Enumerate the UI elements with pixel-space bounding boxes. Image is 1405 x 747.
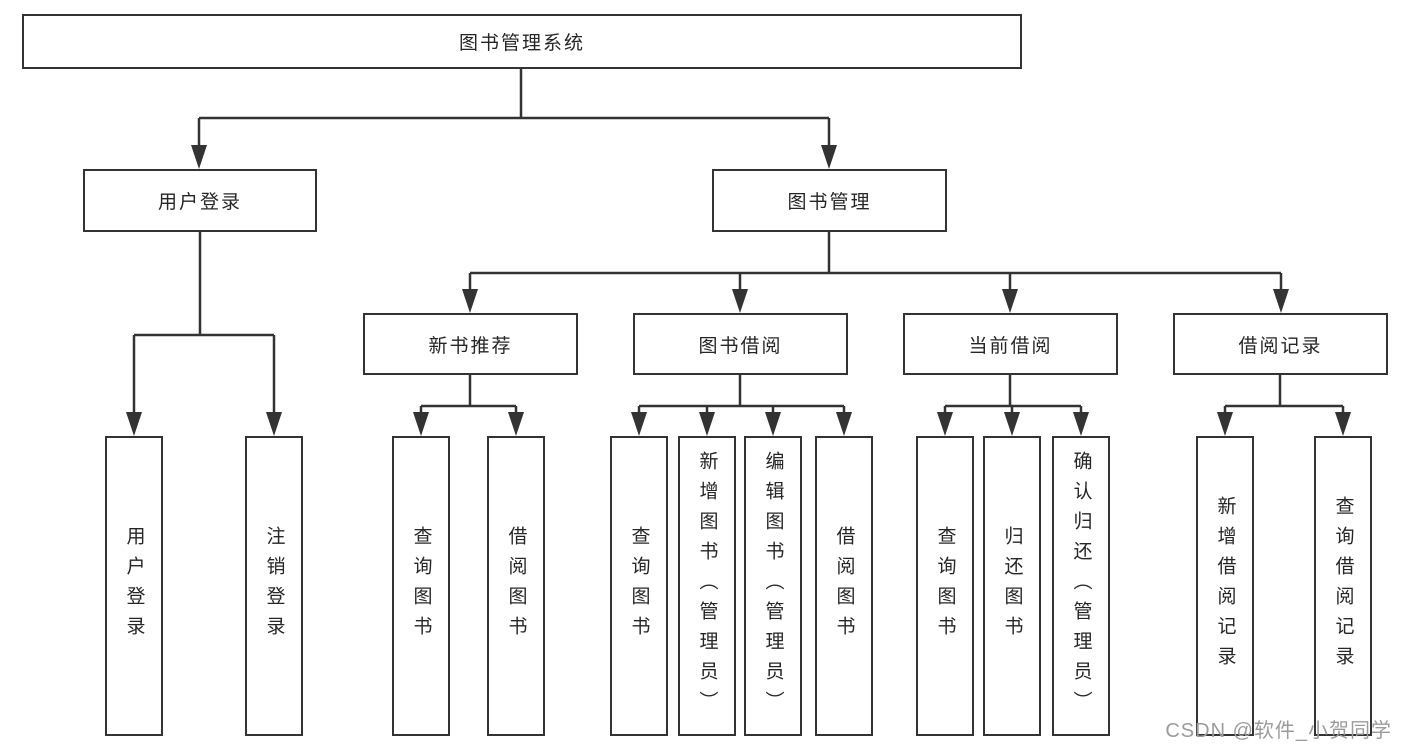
leaf-borrow-books-label: 借阅图书: [833, 526, 855, 646]
node-current-borrow-label: 当前借阅: [968, 335, 1053, 357]
leaf-user-login: 用户登录: [105, 436, 163, 736]
node-root: 图书管理系统: [22, 14, 1022, 69]
node-book-management: 图书管理: [712, 169, 947, 232]
arrowhead-icon: [126, 145, 1351, 436]
leaf-borrow-books-recommend: 借阅图书: [487, 436, 545, 736]
leaf-add-borrow-record: 新增借阅记录: [1196, 436, 1254, 736]
node-user-login: 用户登录: [83, 169, 317, 232]
leaf-borrow-books-recommend-label: 借阅图书: [505, 526, 527, 646]
leaf-confirm-return-admin-label: 确认归还（管理员）: [1070, 451, 1092, 721]
leaf-query-books-borrow: 查询图书: [610, 436, 668, 736]
csdn-watermark: CSDN @软件_小贺同学: [1165, 720, 1392, 742]
leaf-return-books-label: 归还图书: [1001, 526, 1023, 646]
node-book-borrow: 图书借阅: [633, 313, 848, 375]
node-book-management-label: 图书管理: [787, 192, 872, 213]
leaf-user-login-label: 用户登录: [123, 526, 145, 646]
leaf-logout: 注销登录: [245, 436, 303, 736]
node-book-borrow-label: 图书借阅: [698, 335, 783, 357]
leaf-add-books-admin: 新增图书（管理员）: [678, 436, 736, 736]
leaf-logout-label: 注销登录: [263, 526, 285, 646]
leaf-add-borrow-record-label: 新增借阅记录: [1214, 496, 1236, 676]
leaf-edit-books-admin: 编辑图书（管理员）: [744, 436, 802, 736]
leaf-confirm-return-admin: 确认归还（管理员）: [1052, 436, 1110, 736]
leaf-query-books-recommend: 查询图书: [392, 436, 450, 736]
node-new-book-recommend-label: 新书推荐: [428, 335, 513, 357]
leaf-query-books-current: 查询图书: [916, 436, 974, 736]
leaf-edit-books-admin-label: 编辑图书（管理员）: [762, 451, 784, 721]
node-borrow-record: 借阅记录: [1173, 313, 1388, 375]
leaf-query-books-recommend-label: 查询图书: [410, 526, 432, 646]
leaf-query-books-current-label: 查询图书: [934, 526, 956, 646]
node-new-book-recommend: 新书推荐: [363, 313, 578, 375]
leaf-query-borrow-record-label: 查询借阅记录: [1332, 496, 1354, 676]
node-borrow-record-label: 借阅记录: [1238, 335, 1323, 357]
leaf-borrow-books: 借阅图书: [815, 436, 873, 736]
leaf-return-books: 归还图书: [983, 436, 1041, 736]
node-user-login-label: 用户登录: [157, 192, 242, 213]
node-root-label: 图书管理系统: [458, 33, 585, 54]
node-current-borrow: 当前借阅: [903, 313, 1118, 375]
leaf-query-borrow-record: 查询借阅记录: [1314, 436, 1372, 736]
leaf-add-books-admin-label: 新增图书（管理员）: [696, 451, 718, 721]
leaf-query-books-borrow-label: 查询图书: [628, 526, 650, 646]
